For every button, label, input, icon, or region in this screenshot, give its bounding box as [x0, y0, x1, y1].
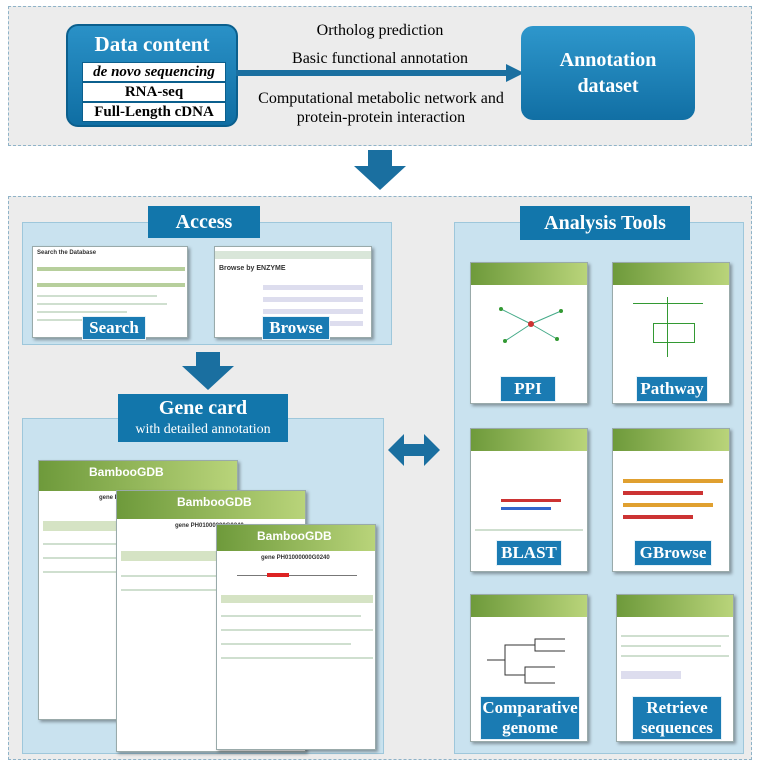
- annotation-line2: dataset: [577, 75, 639, 97]
- access-title: Access: [148, 206, 260, 238]
- data-content-box: Data content de novo sequencing RNA-seq …: [66, 24, 238, 127]
- annotation-dataset-box: Annotation dataset: [521, 26, 695, 120]
- gene-id: gene PH01000000G0240: [261, 555, 330, 561]
- gene-card-subtitle: with detailed annotation: [135, 422, 271, 437]
- gene-card-title: Gene card: [158, 397, 248, 419]
- data-item-cdna: Full-Length cDNA: [82, 102, 226, 122]
- flow-label-network: Computational metabolic network and: [258, 90, 504, 107]
- tool-retrieve[interactable]: Retrieve sequences: [632, 696, 722, 740]
- tool-ppi[interactable]: PPI: [500, 376, 556, 402]
- site-logo: BambooGDB: [89, 465, 164, 479]
- annotation-line1: Annotation: [559, 49, 657, 71]
- blast-screenshot: [470, 428, 588, 572]
- data-item-denovo: de novo sequencing: [82, 62, 226, 82]
- site-logo: BambooGDB: [257, 529, 332, 543]
- tool-blast[interactable]: BLAST: [496, 540, 562, 566]
- tool-retrieve-line1: Retrieve: [646, 698, 708, 717]
- site-logo: BambooGDB: [177, 495, 252, 509]
- data-item-rnaseq: RNA-seq: [82, 82, 226, 102]
- tool-comparative[interactable]: Comparative genome: [480, 696, 580, 740]
- double-arrow-icon: [388, 434, 440, 466]
- network-graph-icon: [499, 307, 563, 343]
- data-content-title: Data content: [94, 32, 210, 56]
- browse-label[interactable]: Browse: [262, 316, 330, 340]
- down-arrow-icon: [182, 352, 234, 390]
- tool-retrieve-line2: sequences: [641, 718, 713, 737]
- analysis-title: Analysis Tools: [520, 206, 690, 240]
- down-arrow-icon: [354, 150, 406, 190]
- tree-icon: [487, 638, 565, 684]
- flow-label-ppi: protein-protein interaction: [296, 109, 466, 126]
- flow-arrow: [236, 64, 524, 82]
- gene-card-shot-3: BambooGDB gene PH01000000G0240: [216, 524, 376, 750]
- gene-id: gene PH01000000G0240: [175, 523, 244, 529]
- tool-comparative-line1: Comparative: [482, 698, 578, 717]
- flow-label-annotation: Basic functional annotation: [292, 50, 468, 67]
- tool-gbrowse[interactable]: GBrowse: [634, 540, 712, 566]
- browse-shot-title: Browse by ENZYME: [219, 265, 286, 272]
- search-label[interactable]: Search: [82, 316, 146, 340]
- gene-card-title-box: Gene card with detailed annotation: [118, 394, 288, 442]
- tool-comparative-line2: genome: [502, 718, 558, 737]
- tool-pathway[interactable]: Pathway: [636, 376, 708, 402]
- flow-label-ortholog: Ortholog prediction: [316, 22, 444, 39]
- search-shot-title: Search the Database: [37, 250, 97, 256]
